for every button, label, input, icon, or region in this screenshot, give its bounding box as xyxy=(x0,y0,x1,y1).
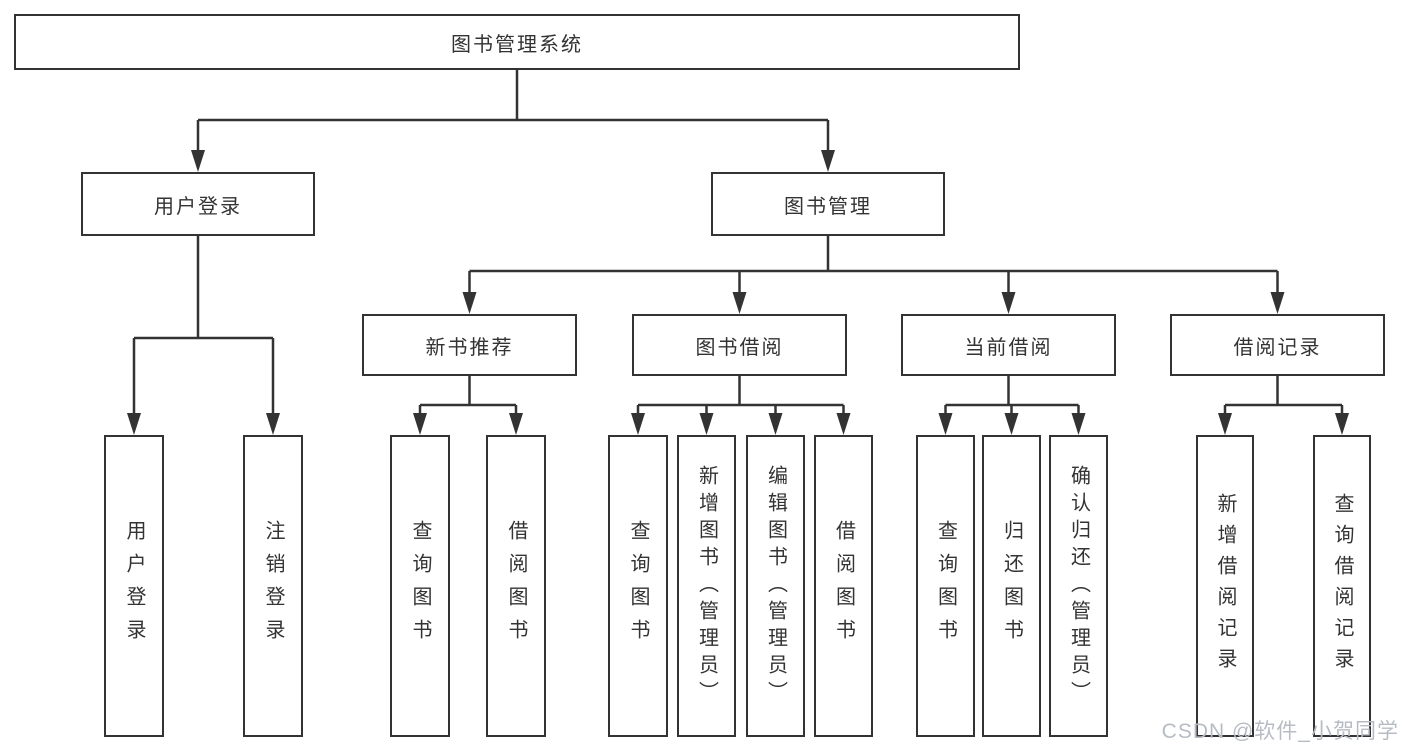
node-leaf-add-borrow-record: 新增借阅记录 xyxy=(1196,435,1254,737)
arrowhead-icon xyxy=(191,150,205,172)
arrowhead-icon xyxy=(1218,413,1232,435)
node-label: 借阅图书 xyxy=(832,520,855,652)
node-label: 借阅记录 xyxy=(1233,336,1322,359)
node-leaf-query-book-3: 查询图书 xyxy=(916,435,975,737)
node-new-book-rec: 新书推荐 xyxy=(362,314,577,376)
node-label: 查询图书 xyxy=(934,520,957,652)
arrowhead-icon xyxy=(462,292,477,314)
node-leaf-user-login: 用户登录 xyxy=(104,435,164,737)
node-book-mgmt: 图书管理 xyxy=(711,172,945,236)
node-leaf-borrow-book-2: 借阅图书 xyxy=(814,435,873,737)
node-label: 图书管理 xyxy=(784,195,872,218)
arrowhead-icon xyxy=(821,150,835,172)
node-label: 新增借阅记录 xyxy=(1214,493,1236,679)
node-label: 查询图书 xyxy=(627,520,649,652)
arrowhead-icon xyxy=(1270,292,1285,314)
arrowhead-icon xyxy=(836,413,851,435)
node-borrow-records: 借阅记录 xyxy=(1170,314,1385,376)
node-label: 图书管理系统 xyxy=(451,33,583,56)
arrowhead-icon xyxy=(1071,413,1086,435)
node-leaf-query-book-1: 查询图书 xyxy=(390,435,450,737)
node-label: 借阅图书 xyxy=(505,520,527,652)
arrowhead-icon xyxy=(1004,413,1019,435)
node-leaf-query-borrow-record: 查询借阅记录 xyxy=(1313,435,1371,737)
node-label: 查询图书 xyxy=(409,520,431,652)
node-label: 图书借阅 xyxy=(695,336,784,359)
arrowhead-icon xyxy=(1001,292,1016,314)
arrowhead-icon xyxy=(938,413,953,435)
node-user-login: 用户登录 xyxy=(81,172,315,236)
node-label: 注销登录 xyxy=(262,520,284,652)
node-current-borrow: 当前借阅 xyxy=(901,314,1116,376)
node-label: 编辑图书（管理员） xyxy=(764,464,787,708)
arrowhead-icon xyxy=(509,413,523,435)
node-label: 用户登录 xyxy=(154,195,242,218)
node-leaf-logout: 注销登录 xyxy=(243,435,303,737)
arrowhead-icon xyxy=(732,292,747,314)
node-leaf-query-book-2: 查询图书 xyxy=(608,435,668,737)
node-leaf-add-book: 新增图书（管理员） xyxy=(677,435,736,737)
node-leaf-borrow-book-1: 借阅图书 xyxy=(486,435,546,737)
node-book-borrow: 图书借阅 xyxy=(632,314,847,376)
node-label: 新书推荐 xyxy=(425,336,514,359)
node-label: 归还图书 xyxy=(1000,520,1023,652)
node-leaf-edit-book: 编辑图书（管理员） xyxy=(746,435,805,737)
arrowhead-icon xyxy=(413,413,427,435)
arrowhead-icon xyxy=(699,413,714,435)
arrowhead-icon xyxy=(1335,413,1349,435)
arrowhead-icon xyxy=(768,413,783,435)
arrowhead-icon xyxy=(266,413,280,435)
arrowhead-icon xyxy=(631,413,645,435)
arrowhead-icon xyxy=(127,413,141,435)
node-label: 确认归还（管理员） xyxy=(1067,464,1090,708)
node-label: 当前借阅 xyxy=(964,336,1053,359)
node-label: 新增图书（管理员） xyxy=(695,464,718,708)
node-label: 用户登录 xyxy=(123,520,145,652)
node-label: 查询借阅记录 xyxy=(1331,493,1353,679)
node-leaf-confirm-return: 确认归还（管理员） xyxy=(1049,435,1108,737)
node-root: 图书管理系统 xyxy=(14,14,1020,70)
node-leaf-return-book: 归还图书 xyxy=(982,435,1041,737)
